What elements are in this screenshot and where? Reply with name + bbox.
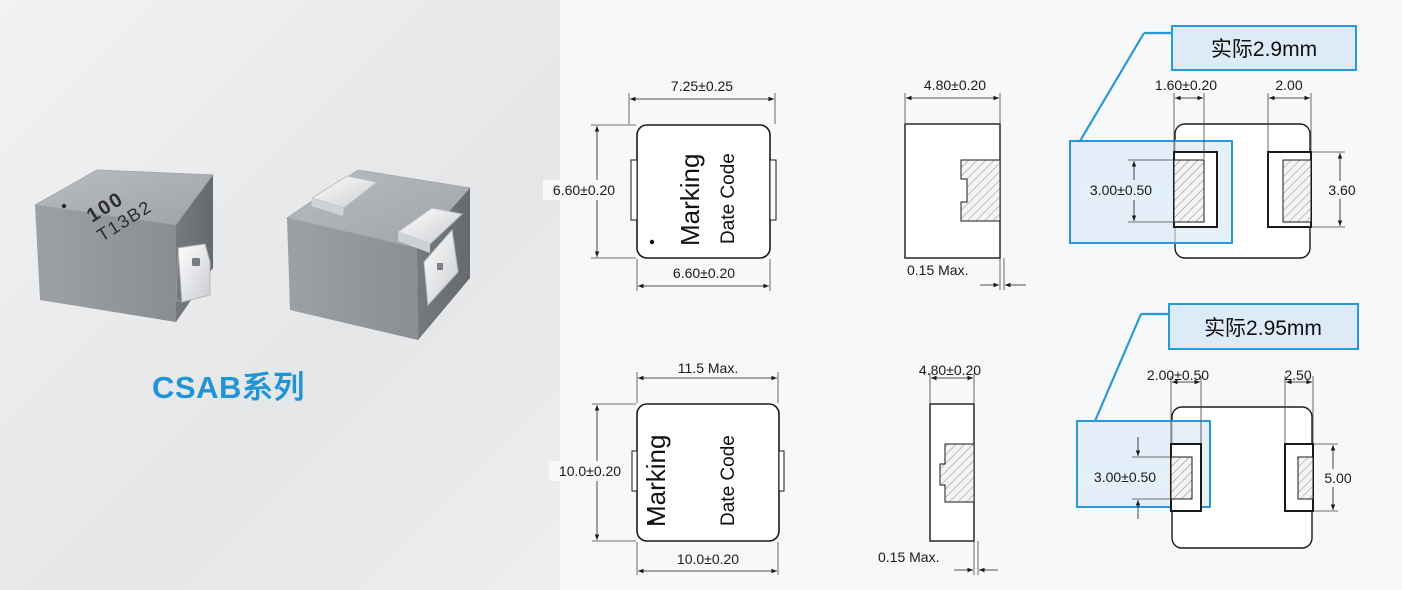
pad-layout-top: 1.60±0.20 2.00 3.00±0.50 3.60 实际2.9mm: [1069, 25, 1362, 259]
dim-pad-length: 3.00±0.50: [1094, 469, 1156, 485]
component-photo-pads: [285, 169, 471, 340]
marking-label: Marking: [641, 435, 671, 527]
dim-standoff: 0.15 Max.: [878, 549, 939, 565]
dim-pad-height: 5.00: [1324, 470, 1351, 486]
dim-pad-height: 3.60: [1328, 182, 1355, 198]
dim-pad-length: 3.00±0.50: [1090, 182, 1152, 198]
dim-pad-width: 1.60±0.20: [1155, 77, 1217, 93]
side-view-top: 4.80±0.20 0.15 Max.: [904, 77, 1026, 290]
callout-actual-size: 实际2.9mm: [1211, 38, 1317, 61]
front-view-bottom: Marking Date Code 11.5 Max. 10.0±0.20 10…: [549, 360, 785, 575]
pad-layout-bottom: 2.00±0.50 2.50 3.00±0.50 5.00 实际2.95mm: [1076, 303, 1359, 549]
side-view-bottom: 4.80±0.20 0.15 Max.: [878, 362, 998, 575]
dim-width-bottom: 6.60±0.20: [673, 265, 735, 281]
dim-height-left: 6.60±0.20: [553, 182, 615, 198]
dim-width-top: 11.5 Max.: [678, 360, 738, 376]
dim-pad-gap: 2.50: [1284, 367, 1311, 383]
date-code-label: Date Code: [718, 153, 739, 244]
dim-standoff: 0.15 Max.: [907, 262, 968, 278]
date-code-label: Date Code: [718, 435, 739, 526]
dim-pad-gap: 2.00: [1275, 77, 1302, 93]
dim-width-bottom: 10.0±0.20: [677, 551, 739, 567]
dim-thickness: 4.80±0.20: [924, 77, 986, 93]
dim-width-top: 7.25±0.25: [671, 78, 733, 94]
dim-pad-width: 2.00±0.50: [1147, 367, 1209, 383]
marking-label: Marking: [675, 154, 705, 246]
dim-height-left: 10.0±0.20: [559, 463, 621, 479]
component-photo-marked: 100 T13B2: [33, 169, 214, 322]
series-title: CSAB系列: [152, 370, 305, 405]
dim-thickness: 4.80±0.20: [919, 362, 981, 378]
front-view-top: Marking Date Code 7.25±0.25 6.60±0.20 6.…: [543, 78, 777, 291]
callout-actual-size: 实际2.95mm: [1204, 317, 1322, 340]
